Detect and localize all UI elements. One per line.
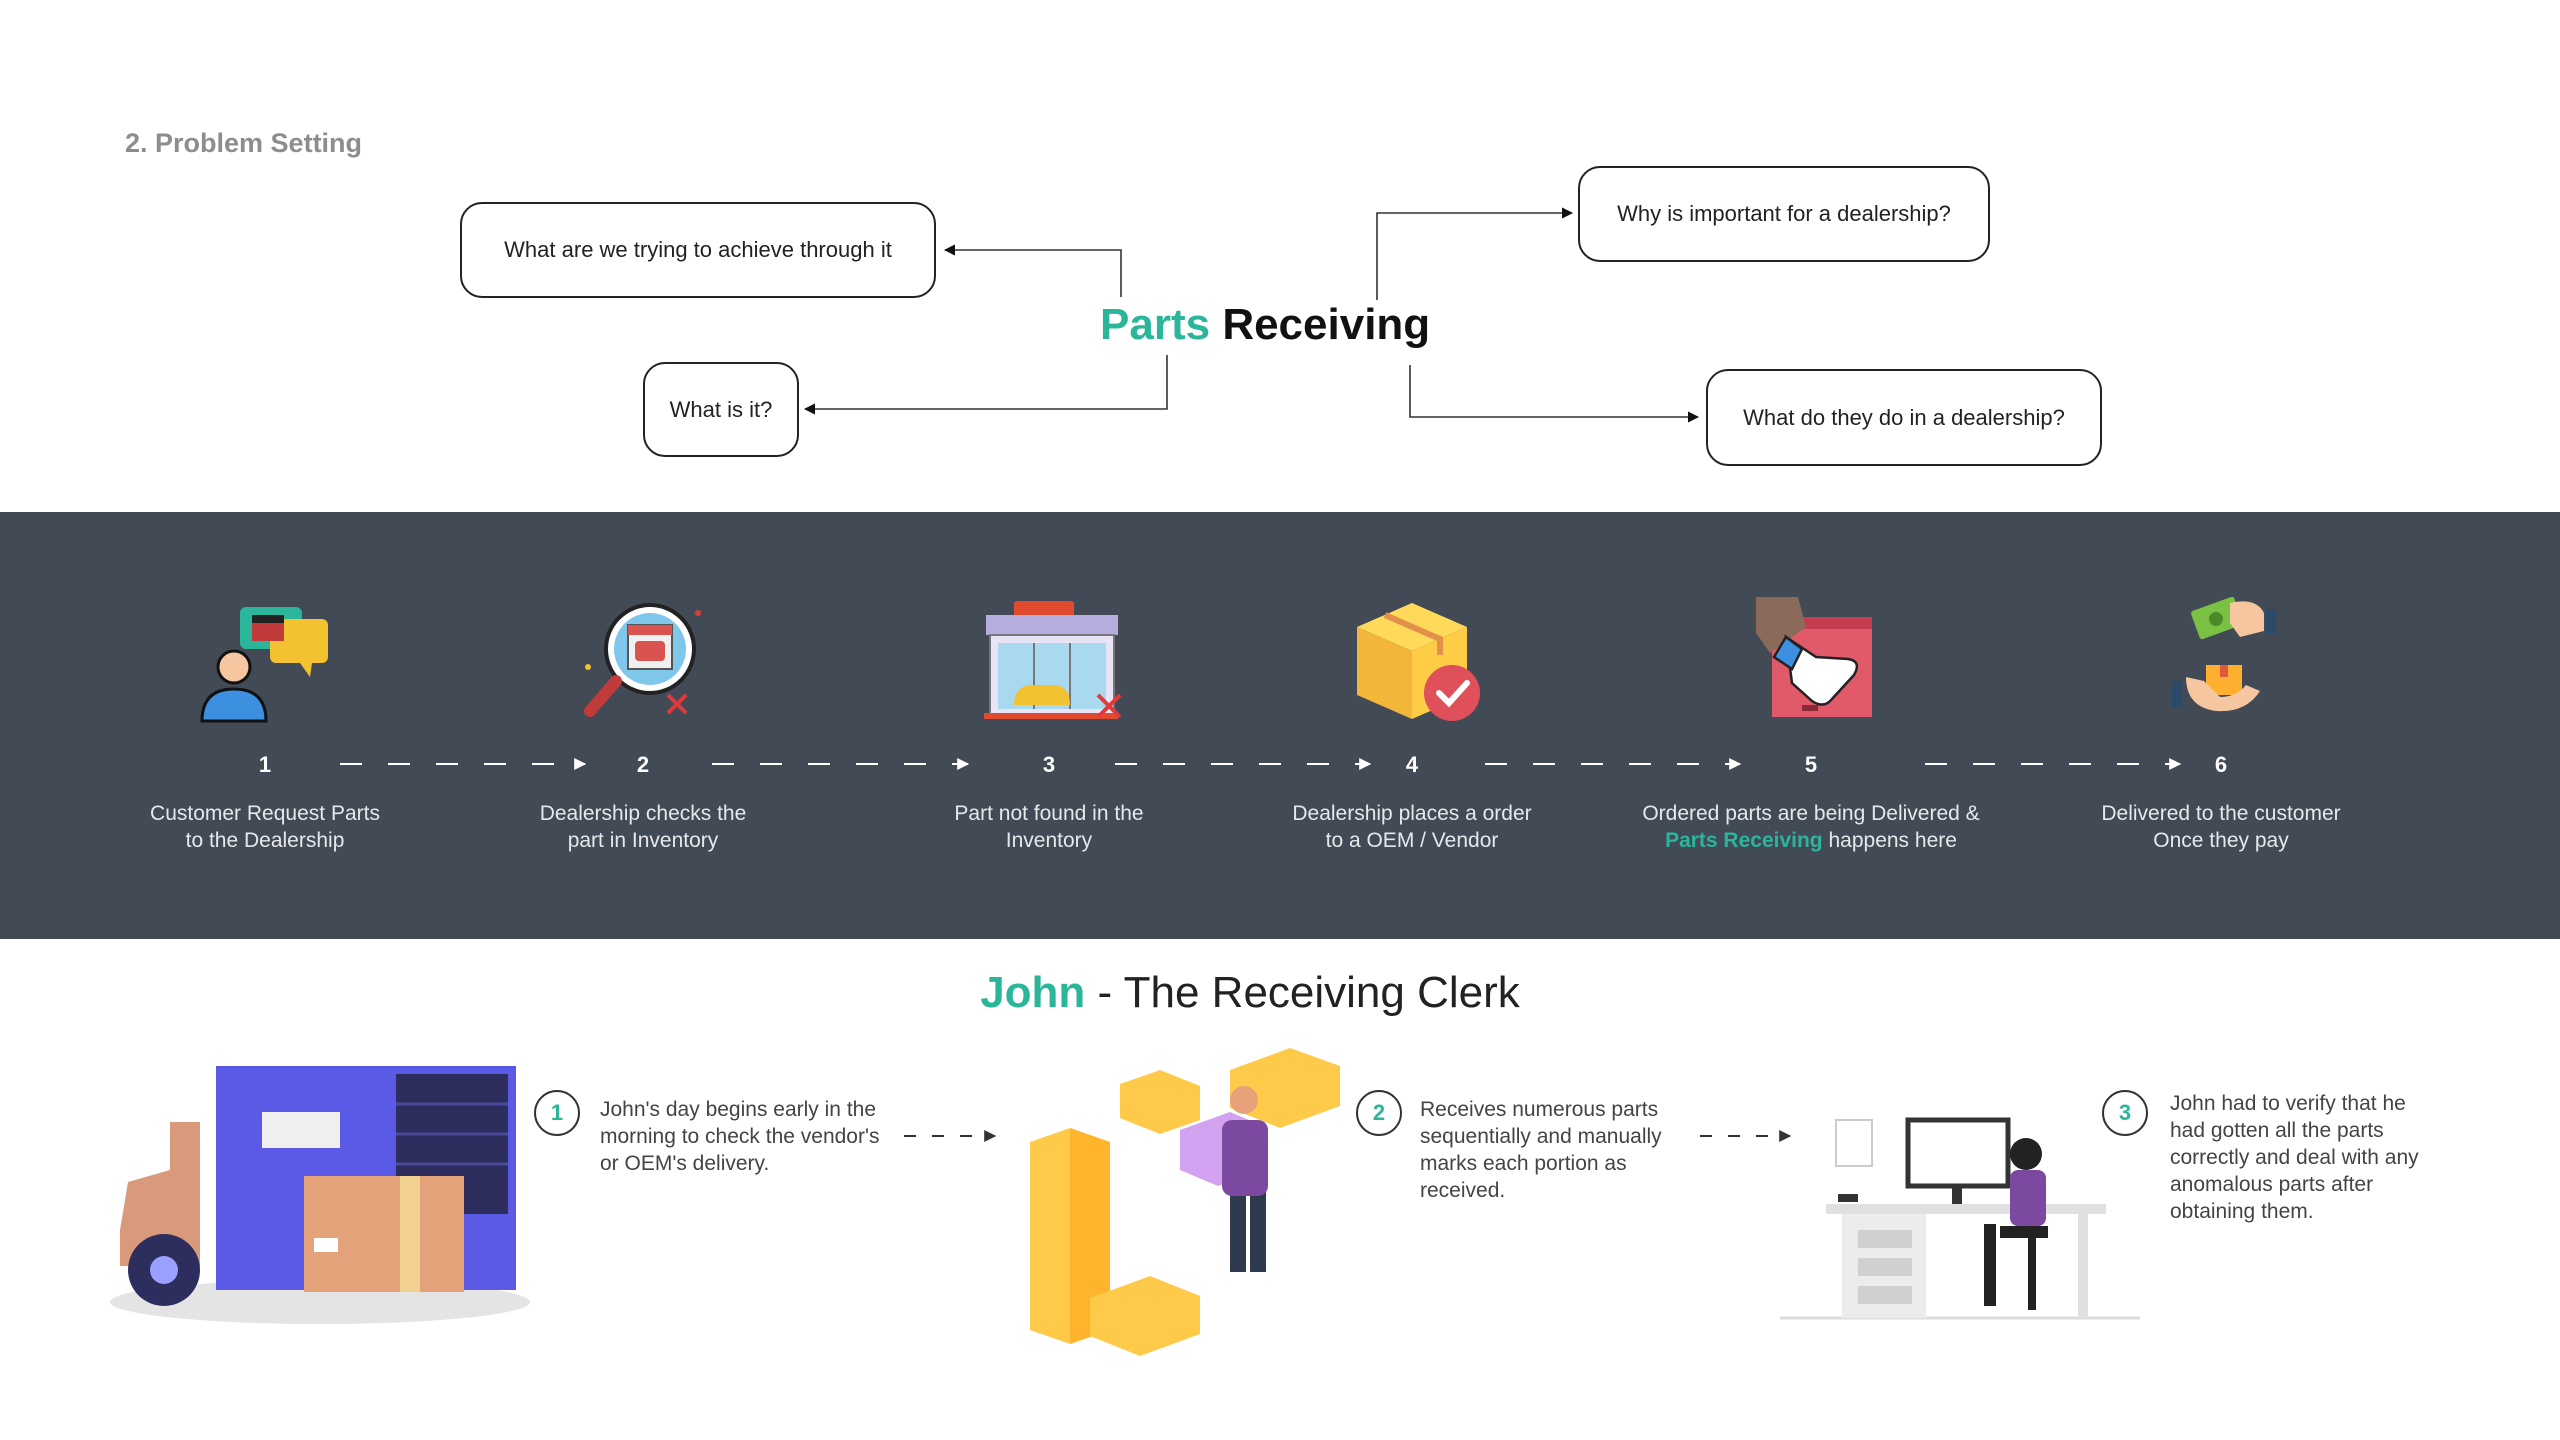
store-not-found-icon xyxy=(984,601,1122,719)
step-desc-2: Dealership checks the part in Inventory xyxy=(453,800,833,854)
step-desc-2-line1: Dealership checks the xyxy=(539,802,747,825)
question-role-text: What do they do in a dealership? xyxy=(1743,404,2065,430)
step-desc-5-line1: Ordered parts are being Delivered & xyxy=(1642,802,1980,825)
step-number-5: 5 xyxy=(1804,752,1818,777)
step-desc-4-line2: to a OEM / Vendor xyxy=(1325,829,1499,852)
question-what-text: What is it? xyxy=(669,396,773,422)
step-desc-1: Customer Request Parts to the Dealership xyxy=(75,800,455,854)
process-flow-arrows xyxy=(340,758,2182,770)
step-desc-3-line2: Inventory xyxy=(1005,829,1093,852)
step-number-4: 4 xyxy=(1405,752,1419,777)
step-desc-3: Part not found in the Inventory xyxy=(859,800,1239,854)
payment-exchange-icon xyxy=(2172,597,2276,712)
step-desc-1-line2: to the Dealership xyxy=(185,829,345,852)
question-importance-box: Why is important for a dealership? xyxy=(1578,166,1990,262)
step-number-1: 1 xyxy=(258,752,272,777)
question-goal-box: What are we trying to achieve through it xyxy=(460,202,936,298)
john-step-text-3: John had to verify that he had gotten al… xyxy=(2170,1092,2419,1223)
step-desc-5: Ordered parts are being Delivered & Part… xyxy=(1621,800,2001,854)
step-desc-4: Dealership places a order to a OEM / Ven… xyxy=(1222,800,1602,854)
step-desc-6-line1: Delivered to the customer xyxy=(2101,802,2341,825)
john-illustrations xyxy=(110,1048,2140,1356)
warehouse-boxes-illustration xyxy=(1030,1048,1340,1356)
question-what-box: What is it? xyxy=(643,362,799,457)
step-desc-2-line2: part in Inventory xyxy=(567,829,719,852)
center-title-rest: Receiving xyxy=(1222,300,1431,349)
customer-chat-icon xyxy=(200,607,328,723)
john-step-text-2: Receives numerous parts sequentially and… xyxy=(1420,1098,1662,1202)
john-step-number-3: 3 xyxy=(2102,1090,2148,1136)
step-number-3: 3 xyxy=(1042,752,1056,777)
clerk-desk-illustration xyxy=(1780,1117,2140,1320)
step-desc-6-line2: Once they pay xyxy=(2153,829,2289,852)
question-importance-text: Why is important for a dealership? xyxy=(1617,201,1951,226)
delivery-truck-illustration xyxy=(110,1066,530,1324)
step-desc-4-line1: Dealership places a order xyxy=(1292,802,1532,825)
question-goal-text: What are we trying to achieve through it xyxy=(504,237,892,262)
john-title-accent: John xyxy=(980,968,1086,1017)
delivery-handover-icon xyxy=(1756,597,1872,717)
question-role-box: What do they do in a dealership? xyxy=(1706,369,2102,466)
section-label: 2. Problem Setting xyxy=(125,128,363,158)
step-desc-1-line1: Customer Request Parts xyxy=(150,802,380,825)
john-section-title: John - The Receiving Clerk xyxy=(0,968,2500,1018)
center-title: Parts Receiving xyxy=(1100,300,1430,350)
center-title-accent: Parts xyxy=(1100,300,1211,349)
step-number-2: 2 xyxy=(636,752,650,777)
mindmap-connectors xyxy=(803,207,1700,423)
john-step-number-2: 2 xyxy=(1356,1090,1402,1136)
inventory-search-icon xyxy=(584,603,701,717)
box-check-icon xyxy=(1357,603,1480,721)
john-step-number-1: 1 xyxy=(534,1090,580,1136)
process-band: 1 Customer Request Parts to the Dealersh… xyxy=(0,512,2560,939)
step-desc-5-line2: happens here xyxy=(1822,829,1957,852)
step-number-6: 6 xyxy=(2214,752,2228,777)
step-desc-6: Delivered to the customer Once they pay xyxy=(2031,800,2411,854)
john-step-text-1: John's day begins early in the morning t… xyxy=(600,1098,880,1175)
step-desc-3-line1: Part not found in the xyxy=(954,802,1144,825)
john-title-rest: - The Receiving Clerk xyxy=(1085,968,1520,1017)
step-desc-5-accent: Parts Receiving xyxy=(1665,829,1823,852)
